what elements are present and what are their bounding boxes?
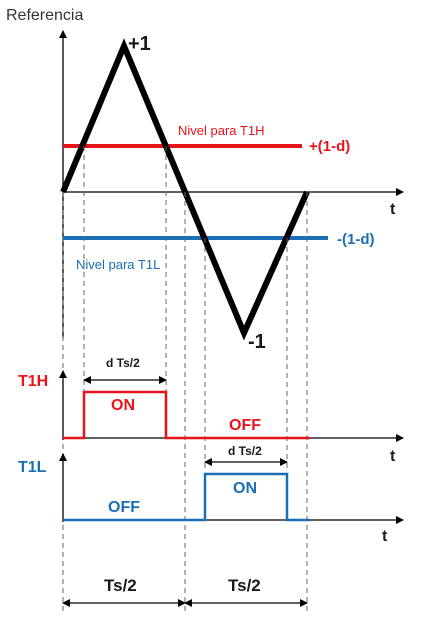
t1h-duty-label: d Ts/2: [106, 356, 140, 370]
t1h-level-caption: Nivel para T1H: [178, 123, 264, 138]
t1h-axis-label: T1H: [18, 373, 48, 390]
t1l-level-caption: Nivel para T1L: [76, 257, 160, 272]
ts-half-label-2: Ts/2: [228, 576, 261, 595]
t1h-level-value: +(1-d): [309, 138, 350, 155]
t1l-signal: [63, 472, 310, 522]
reference-t-label: t: [390, 201, 396, 218]
t1l-t-label: t: [382, 528, 388, 545]
t1l-axis-label: T1L: [18, 459, 47, 476]
triangle-carrier: [60, 38, 310, 341]
ts-half-label-1: Ts/2: [104, 576, 137, 595]
t1l-level-value: -(1-d): [337, 231, 375, 248]
t1l-duty-label: d Ts/2: [228, 444, 262, 458]
peak-neg-label: -1: [248, 331, 266, 353]
title-label: Referencia: [6, 7, 83, 24]
t1h-on-label: ON: [111, 397, 135, 414]
t1h-t-label: t: [390, 448, 396, 465]
t1l-off-label: OFF: [108, 499, 140, 516]
peak-pos-label: +1: [128, 33, 151, 55]
t1h-off-label: OFF: [229, 417, 261, 434]
t1l-on-label: ON: [233, 480, 257, 497]
t1h-signal: [63, 390, 310, 440]
